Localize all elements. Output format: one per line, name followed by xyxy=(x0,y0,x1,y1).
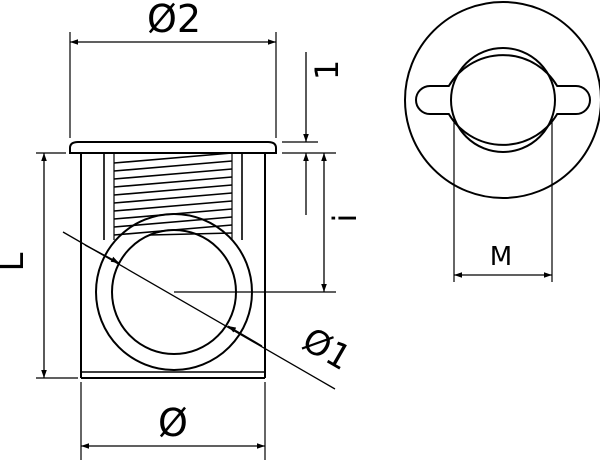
dimensions xyxy=(41,39,336,449)
label-d: Ø xyxy=(158,401,188,445)
label-L: L xyxy=(0,252,32,271)
front-view xyxy=(404,1,600,282)
label-M: M xyxy=(490,242,512,272)
front-bore-with-lugs xyxy=(415,54,591,146)
thread xyxy=(103,152,243,240)
front-inner-bore xyxy=(450,47,556,153)
dim-d1 xyxy=(62,231,336,390)
label-d2: Ø2 xyxy=(147,0,201,41)
side-view xyxy=(36,32,336,460)
label-i: i xyxy=(326,214,364,223)
flange xyxy=(69,141,277,154)
label-one: 1 xyxy=(308,60,346,80)
front-flange-circle xyxy=(404,1,600,199)
label-d1: Ø1 xyxy=(296,320,358,379)
